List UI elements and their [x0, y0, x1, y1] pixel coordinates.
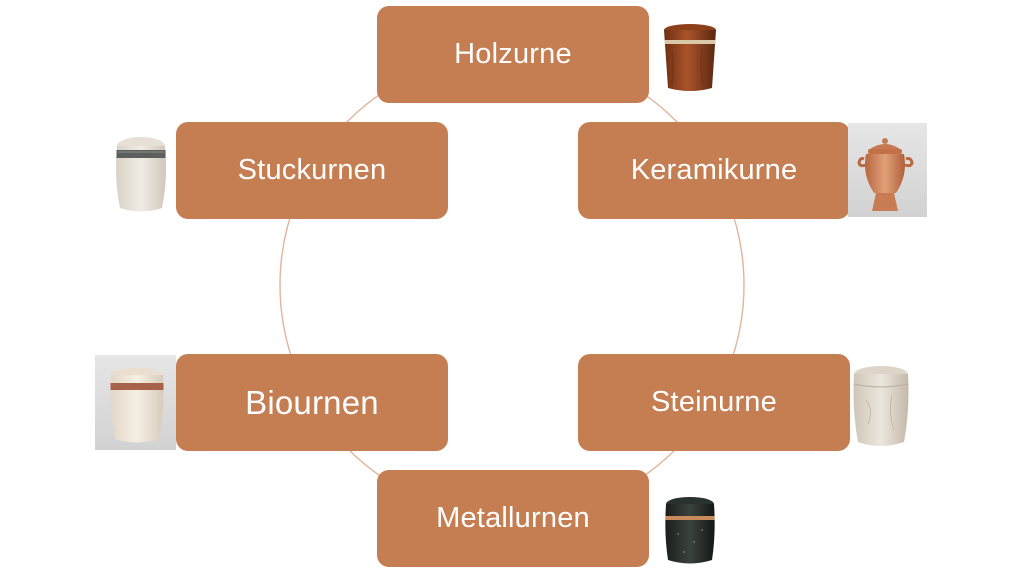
node-holzurne: Holzurne — [377, 6, 649, 103]
node-label-holzurne: Holzurne — [454, 38, 572, 70]
node-metallurnen: Metallurnen — [377, 470, 649, 567]
stucco-urn-icon — [116, 137, 166, 212]
wooden-urn-icon — [664, 24, 716, 91]
node-label-metallurnen: Metallurnen — [436, 502, 590, 534]
node-label-stuckurnen: Stuckurnen — [237, 154, 387, 186]
stone-urn-icon — [853, 366, 909, 446]
node-steinurne: Steinurne — [578, 354, 850, 451]
node-label-biournen: Biournen — [245, 383, 379, 421]
ceramic-urn-icon — [848, 123, 927, 217]
bio-urn-icon — [95, 355, 176, 450]
node-label-keramikurne: Keramikurne — [630, 154, 798, 186]
node-stuckurnen: Stuckurnen — [176, 122, 448, 219]
metal-urn-icon — [665, 497, 715, 564]
node-keramikurne: Keramikurne — [578, 122, 850, 219]
node-biournen: Biournen — [176, 354, 448, 451]
node-label-steinurne: Steinurne — [651, 386, 777, 418]
